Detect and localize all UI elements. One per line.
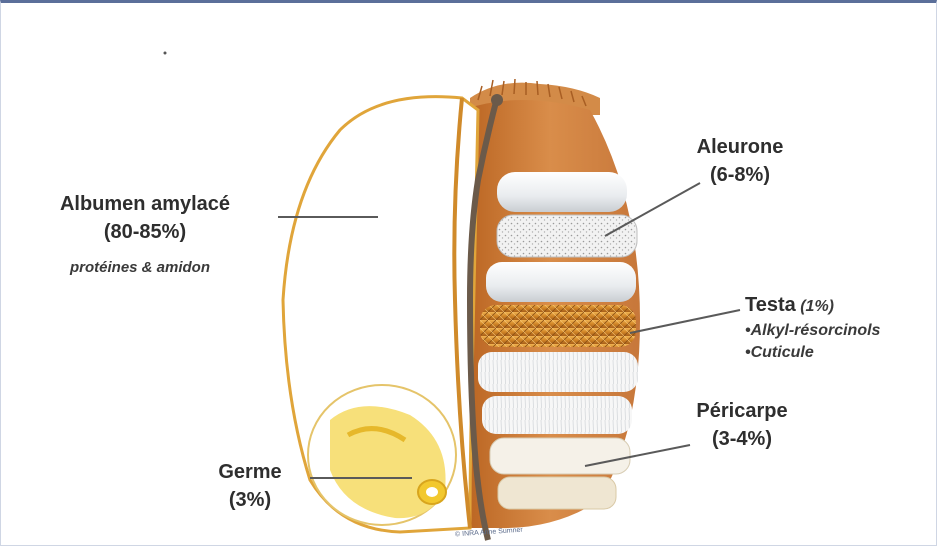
aleurone-title: Aleurone bbox=[665, 135, 815, 159]
fiber-layer-2 bbox=[482, 396, 632, 434]
crease-top-knob bbox=[491, 94, 503, 106]
aleurone-layer bbox=[497, 215, 637, 257]
testa-layer bbox=[480, 305, 636, 347]
layer-top-white bbox=[497, 172, 627, 212]
albumen-percent: (80-85%) bbox=[10, 220, 280, 244]
albumen-note: protéines & amidon bbox=[10, 259, 270, 277]
pericarpe-title: Péricarpe bbox=[672, 399, 812, 423]
pericarp-outer bbox=[498, 477, 616, 509]
bran-layers bbox=[478, 172, 638, 509]
hyaline-layer bbox=[486, 262, 636, 302]
testa-heading: Testa (1%) bbox=[745, 293, 935, 317]
germe-title: Germe bbox=[195, 460, 305, 484]
stray-dot bbox=[164, 52, 167, 55]
germ bbox=[308, 385, 456, 525]
testa-item-alkyl: •Alkyl-résorcinols bbox=[745, 321, 935, 340]
pericarpe-percent: (3-4%) bbox=[672, 427, 812, 451]
fiber-layer-1 bbox=[478, 352, 638, 392]
testa-percent: (1%) bbox=[800, 298, 834, 315]
albumen-title: Albumen amylacé bbox=[10, 192, 280, 216]
testa-item-cuticule: •Cuticule bbox=[745, 343, 935, 362]
aleurone-percent: (6-8%) bbox=[665, 163, 815, 187]
pericarp-inner bbox=[490, 438, 630, 474]
testa-leader bbox=[630, 310, 740, 333]
germe-percent: (3%) bbox=[195, 488, 305, 512]
testa-title: Testa bbox=[745, 294, 796, 316]
